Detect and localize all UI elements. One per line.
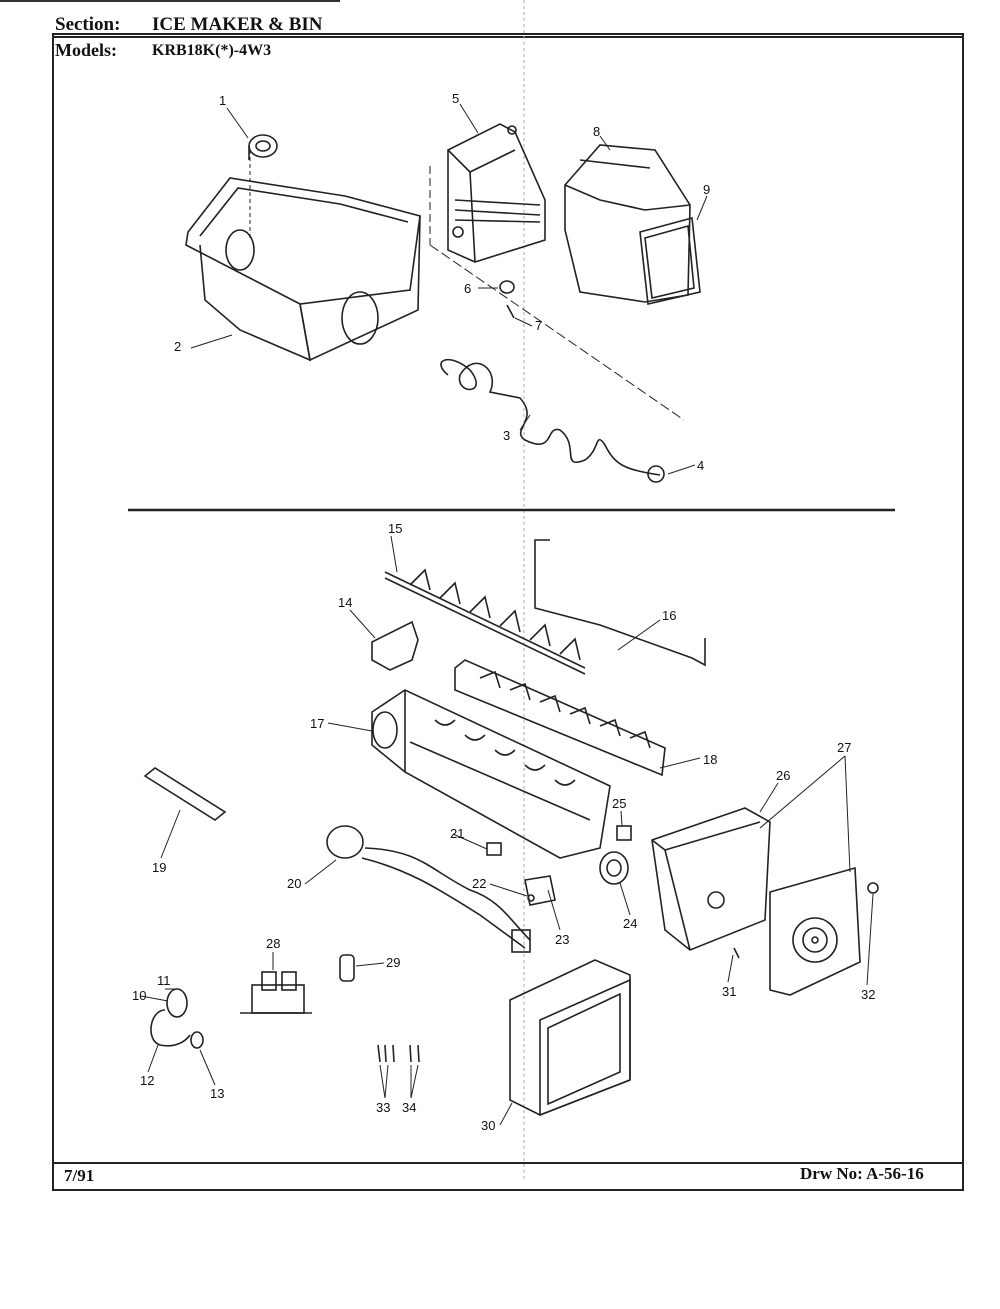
part-23-switch	[524, 875, 556, 906]
callout-11: 11	[157, 973, 171, 988]
section-label: Section:	[55, 14, 121, 35]
callout-26: 26	[776, 768, 790, 783]
callout-30: 30	[481, 1118, 495, 1133]
callout-17: 17	[310, 716, 324, 731]
part-4-bearing	[647, 465, 665, 483]
part-3-auger	[440, 358, 661, 476]
callout-6: 6	[464, 281, 471, 296]
footer-date: 7/91	[64, 1166, 95, 1185]
part-30-front-cover	[509, 959, 631, 1117]
callout-7: 7	[535, 318, 542, 333]
part-17-ice-mold	[371, 689, 611, 859]
callout-2: 2	[174, 339, 181, 354]
callout-20: 20	[287, 876, 301, 891]
callout-27: 27	[837, 740, 851, 755]
part-33-34-screws	[377, 1044, 420, 1063]
callout-32: 32	[861, 987, 875, 1002]
callout-4: 4	[697, 458, 704, 473]
models-label: Models:	[55, 40, 117, 60]
part-21-insulator	[486, 842, 502, 856]
callout-3: 3	[503, 428, 510, 443]
callout-1: 1	[219, 93, 226, 108]
callout-24: 24	[623, 916, 637, 931]
callout-13: 13	[210, 1086, 224, 1101]
part-24-motor	[599, 851, 629, 885]
callout-14: 14	[338, 595, 352, 610]
part-14-bracket	[371, 620, 419, 671]
section-title: ICE MAKER & BIN	[152, 14, 323, 35]
part-19-heater	[143, 767, 227, 821]
top-rule	[0, 0, 340, 2]
callout-12: 12	[140, 1073, 154, 1088]
part-32-nut	[867, 882, 879, 894]
callout-21: 21	[450, 826, 464, 841]
callout-19: 19	[152, 860, 166, 875]
part-18-stripper	[454, 659, 666, 777]
callout-18: 18	[703, 752, 717, 767]
diagram-frame	[52, 33, 964, 1191]
callout-5: 5	[452, 91, 459, 106]
part-2-ice-bin	[185, 150, 421, 362]
part-20-wiring-harness	[326, 825, 531, 953]
part-27-control-module	[769, 866, 861, 996]
callout-28: 28	[266, 936, 280, 951]
callout-10: 10	[132, 988, 146, 1003]
callout-33: 33	[376, 1100, 390, 1115]
callout-31: 31	[722, 984, 736, 999]
part-25-spring	[616, 825, 632, 841]
drawing-number: Drw No: A-56-16	[800, 1164, 924, 1183]
footer-rule	[52, 1162, 964, 1164]
part-29-fitting	[339, 954, 355, 982]
callout-15: 15	[388, 521, 402, 536]
part-28-water-valve	[240, 971, 312, 1014]
callout-23: 23	[555, 932, 569, 947]
models-value: KRB18K(*)-4W3	[152, 42, 272, 59]
callout-22: 22	[472, 876, 486, 891]
callout-25: 25	[612, 796, 626, 811]
callout-34: 34	[402, 1100, 416, 1115]
part-5-dispenser-housing	[447, 123, 546, 263]
callout-9: 9	[703, 182, 710, 197]
header-rule	[52, 36, 964, 38]
part-26-control-housing	[651, 807, 771, 951]
part-15-ejector	[384, 568, 586, 675]
part-9-gasket	[639, 216, 701, 305]
part-16-shutoff-arm	[534, 539, 706, 667]
callout-8: 8	[593, 124, 600, 139]
callout-16: 16	[662, 608, 676, 623]
part-10-13-solenoid-assembly	[150, 988, 204, 1049]
part-7-clip	[506, 304, 515, 319]
part-31-screw	[733, 947, 740, 959]
callout-29: 29	[386, 955, 400, 970]
part-6-washer	[499, 280, 515, 294]
part-1-nut	[248, 134, 278, 160]
